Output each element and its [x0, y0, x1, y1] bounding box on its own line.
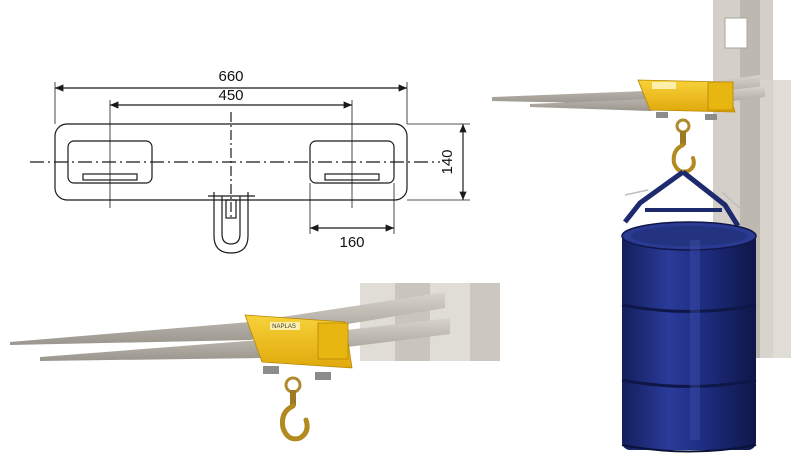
hook-label: NAPLAS — [272, 324, 296, 330]
dimension-660-label: 660 — [218, 68, 243, 85]
forklift-hook-photo: NAPLAS — [10, 283, 500, 442]
blue-drum — [622, 232, 756, 450]
drum-lifting-photo — [492, 0, 791, 453]
fork-tine-front — [40, 318, 450, 361]
dimension-140-label: 140 — [439, 149, 456, 174]
technical-drawing — [30, 82, 470, 254]
dimension-450-label: 450 — [218, 87, 243, 104]
shackle-drawing — [208, 192, 255, 254]
lifting-hook — [280, 403, 310, 442]
fork-tine-back — [10, 292, 445, 345]
dimension-160-label: 160 — [339, 234, 364, 251]
